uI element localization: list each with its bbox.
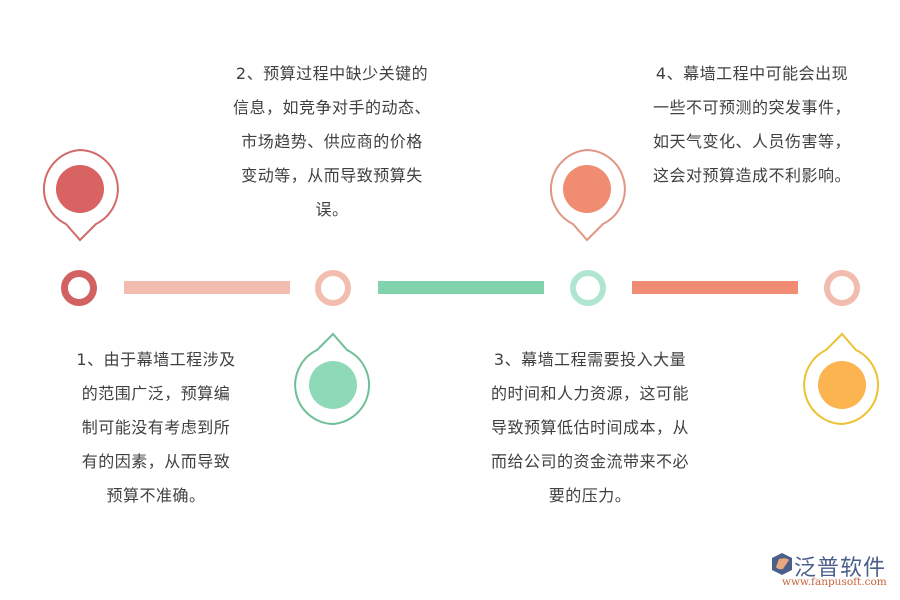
item-1-line: 的范围广泛，预算编	[81, 384, 231, 403]
item-4-line: 4、幕墙工程中可能会出现	[655, 64, 849, 83]
item-2-text: 2、预算过程中缺少关键的 信息，如竞争对手的动态、 市场趋势、供应商的价格 变动…	[216, 57, 448, 227]
logo-icon	[772, 553, 792, 575]
item-3-line: 而给公司的资金流带来不必	[490, 452, 689, 471]
item-1-line: 有的因素，从而导致	[81, 452, 231, 471]
item-2-line: 2、预算过程中缺少关键的	[235, 64, 429, 83]
item-4-text: 4、幕墙工程中可能会出现 一些不可预测的突发事件， 如天气变化、人员伤害等， 这…	[636, 57, 868, 193]
item-1-line: 1、由于幕墙工程涉及	[76, 350, 236, 369]
item-3-line: 导致预算低估时间成本，从	[490, 418, 689, 437]
brand-logo: 泛普软件 www.fanpusoft.com	[768, 550, 898, 590]
item-3-line: 3、幕墙工程需要投入大量	[493, 350, 687, 369]
item-2-line: 市场趋势、供应商的价格	[241, 132, 423, 151]
timeline-connector-2	[378, 281, 544, 294]
timeline-node-1	[61, 270, 97, 306]
map-pin-icon-2	[294, 332, 370, 426]
logo-name: 泛普软件	[794, 556, 887, 581]
timeline-node-4	[824, 270, 860, 306]
timeline-connector-3	[632, 281, 798, 294]
item-3-text: 3、幕墙工程需要投入大量 的时间和人力资源，这可能 导致预算低估时间成本，从 而…	[470, 343, 710, 513]
map-pin-icon-1	[43, 148, 119, 242]
item-1-text: 1、由于幕墙工程涉及 的范围广泛，预算编 制可能没有考虑到所 有的因素，从而导致…	[56, 343, 256, 513]
item-2-line: 变动等，从而导致预算失	[241, 166, 423, 185]
timeline-node-2	[315, 270, 351, 306]
item-4-line: 这会对预算造成不利影响。	[652, 166, 851, 185]
item-1-line: 制可能没有考虑到所	[81, 418, 231, 437]
item-2-line: 误。	[315, 200, 349, 219]
map-pin-icon-3	[550, 148, 626, 242]
item-1-line: 预算不准确。	[106, 486, 206, 505]
item-3-line: 的时间和人力资源，这可能	[490, 384, 689, 403]
item-2-line: 信息，如竞争对手的动态、	[232, 98, 431, 117]
timeline-connector-1	[124, 281, 290, 294]
logo-url: www.fanpusoft.com	[782, 576, 887, 588]
item-4-line: 如天气变化、人员伤害等，	[652, 132, 851, 151]
map-pin-icon-4	[803, 332, 879, 426]
timeline-node-3	[570, 270, 606, 306]
item-3-line: 要的压力。	[548, 486, 632, 505]
item-4-line: 一些不可预测的突发事件，	[652, 98, 851, 117]
